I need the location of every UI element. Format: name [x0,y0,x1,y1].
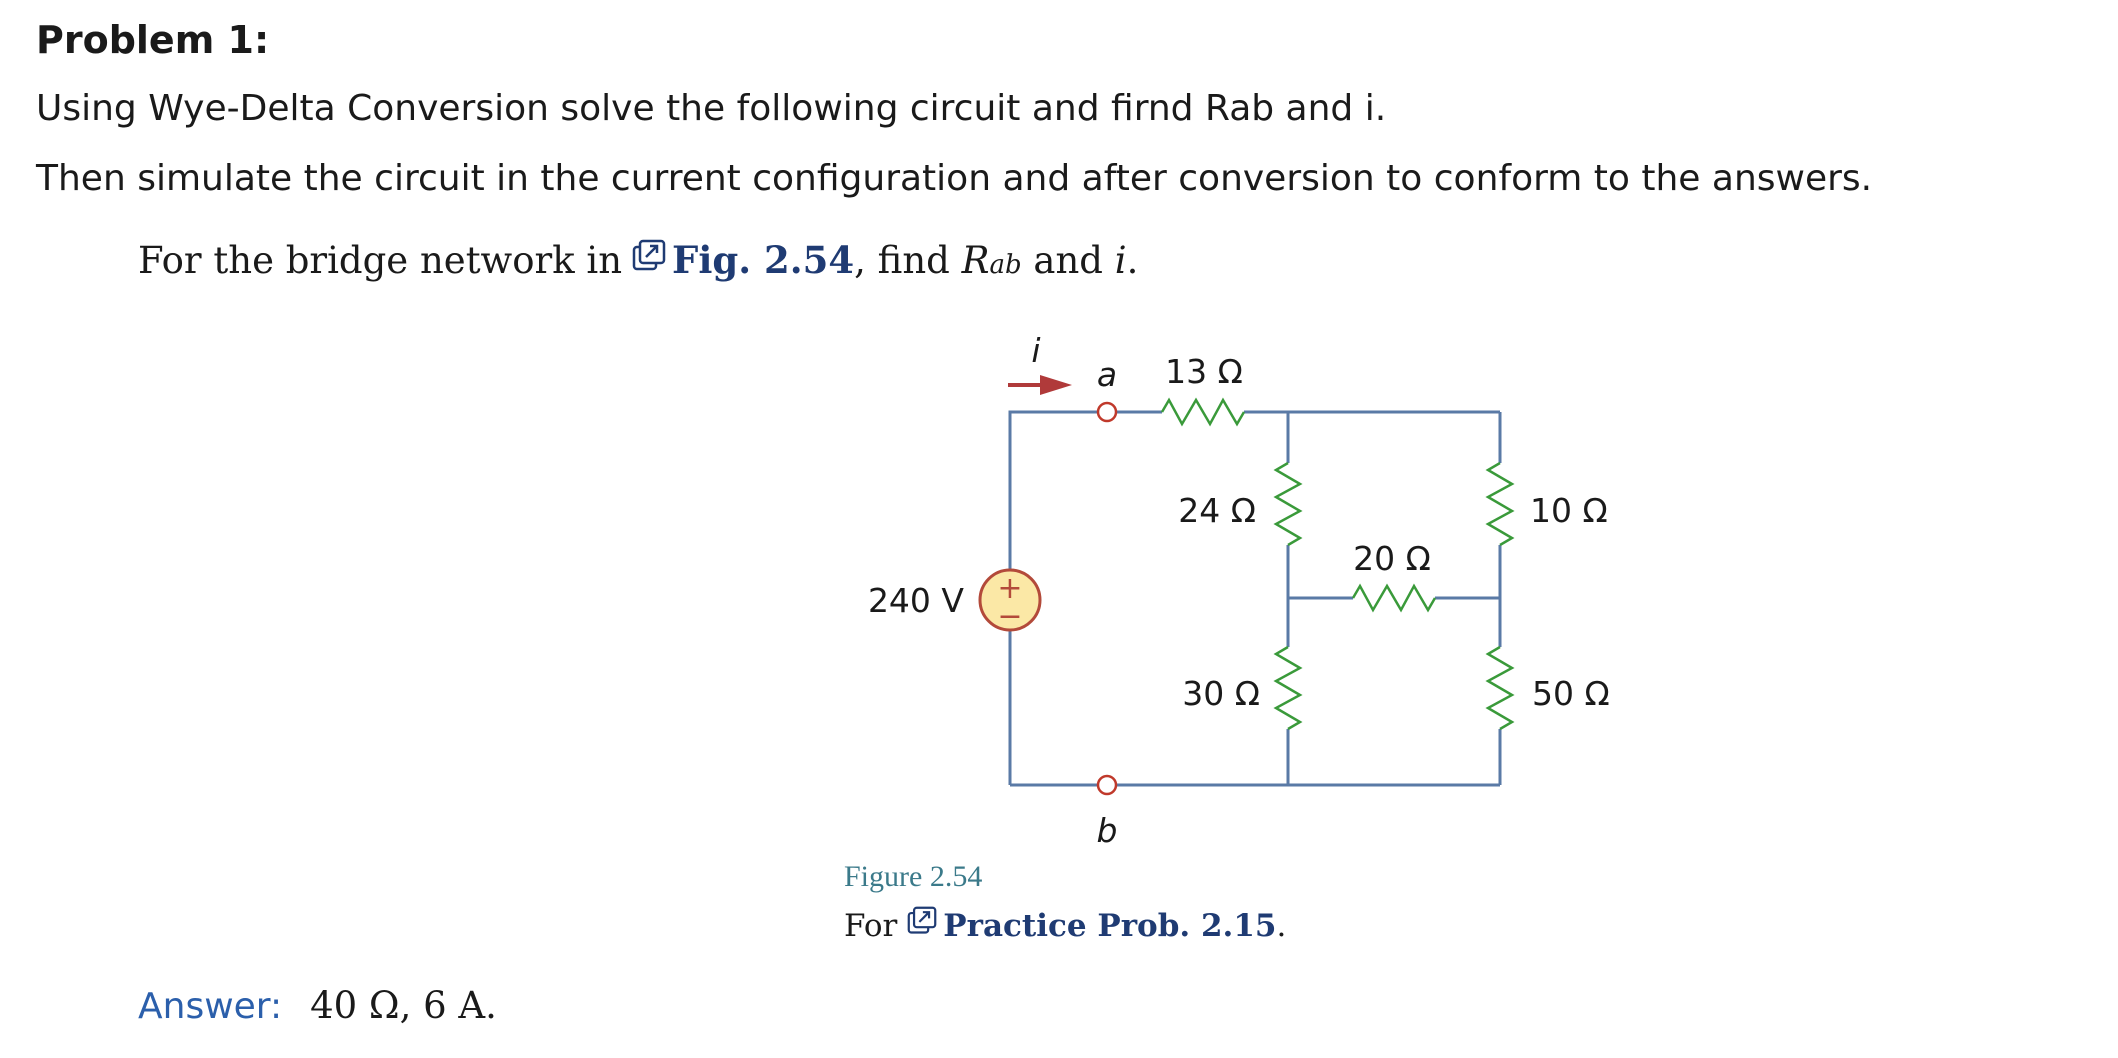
terminal-b [1096,774,1118,796]
label-20-ohm: 20 Ω [1353,539,1431,578]
figure-caption: Figure 2.54 [844,860,983,893]
instruction-text-2: Then simulate the circuit in the current… [36,158,1873,199]
practice-problem-link[interactable]: Practice Prob. 2.15 [943,908,1277,944]
label-30-ohm: 30 Ω [1182,674,1260,713]
problem-title: Problem 1: [36,18,270,62]
figure-reference: For Practice Prob. 2.15 . [844,906,1286,944]
resistor-20-ohm [1351,583,1437,613]
answer-label: Answer: [138,986,283,1027]
resistor-13-ohm [1160,397,1246,427]
voltage-source: + − [978,568,1042,634]
label-50-ohm: 50 Ω [1532,674,1610,713]
resistor-10-ohm [1485,461,1515,547]
resistor-24-ohm [1273,461,1303,547]
current-variable: i [1114,239,1127,282]
r-symbol: R [961,239,990,282]
statement-prefix: For the bridge network in [138,239,623,282]
r-subscript: ab [989,250,1022,280]
source-voltage-label: 240 V [868,581,964,620]
instruction-text-1: Using Wye-Delta Conversion solve the fol… [36,88,1387,129]
current-arrow [1008,375,1072,395]
statement-end: . [1126,239,1139,282]
resistor-30-ohm [1273,645,1303,731]
statement-middle: , find [854,239,950,282]
answer-line: Answer: 40 Ω, 6 A. [138,984,497,1027]
source-plus-sign: + [997,571,1022,606]
label-13-ohm: 13 Ω [1165,352,1243,391]
external-link-icon[interactable] [632,239,666,282]
node-a-label: a [1097,355,1117,394]
node-b-label: b [1097,811,1118,850]
current-label: i [1031,331,1040,370]
figure-link[interactable]: Fig. 2.54 [672,238,855,282]
label-10-ohm: 10 Ω [1530,491,1608,530]
and-text: and [1033,239,1103,282]
source-minus-sign: − [997,599,1022,634]
figure-for-prefix: For [844,908,898,944]
figure-for-end: . [1276,908,1287,944]
problem-statement: For the bridge network in Fig. 2.54 , fi… [138,238,1138,282]
resistor-50-ohm [1485,645,1515,731]
label-24-ohm: 24 Ω [1178,491,1256,530]
external-link-icon[interactable] [907,906,937,944]
terminal-a [1096,401,1118,423]
answer-value: 40 Ω, 6 A. [310,984,497,1027]
circuit-wires [1008,410,1502,787]
